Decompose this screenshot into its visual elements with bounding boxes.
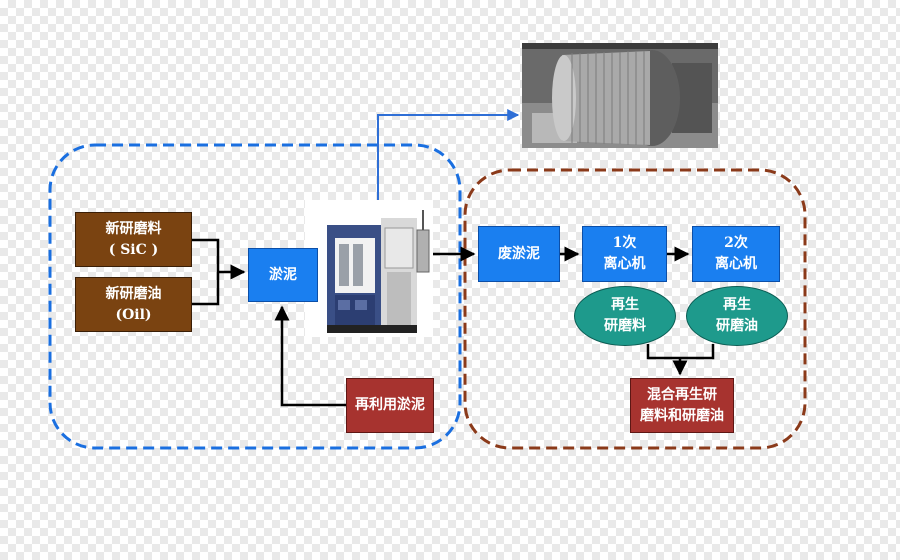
new-oil-sublabel: (Oil) <box>115 306 152 323</box>
centrifuge-1-sublabel: 离心机 <box>603 256 646 272</box>
regen-oil-label: 再生 <box>723 297 751 313</box>
centrifuge-1-label: 1次 <box>612 235 637 251</box>
mixed-output-label: 混合再生研 <box>647 386 717 403</box>
wire-saw-machine-icon <box>305 200 433 337</box>
waste-slurry-label: 废淤泥 <box>498 245 540 262</box>
slurry-label: 淤泥 <box>269 266 297 283</box>
connector-recycled-to-slurry <box>274 305 346 407</box>
new-oil-label: 新研磨油 <box>105 285 162 302</box>
group-right-outline <box>463 168 807 450</box>
mixed-output-sublabel: 磨料和研磨油 <box>640 407 724 424</box>
regen-oil-sublabel: 研磨油 <box>716 318 758 334</box>
centrifuge-2-box: 2次 离心机 <box>692 226 780 282</box>
regen-abrasive-oval: 再生 研磨料 <box>574 286 676 346</box>
mixed-output-box: 混合再生研 磨料和研磨油 <box>630 378 734 433</box>
new-oil-box: 新研磨油 (Oil) <box>75 277 192 332</box>
centrifuge-1-box: 1次 离心机 <box>582 226 667 282</box>
group-left-outline <box>48 143 462 450</box>
new-abrasive-label: 新研磨料 <box>105 220 162 237</box>
connector-abrasive-to-slurry <box>192 238 220 272</box>
regen-oil-oval: 再生 研磨油 <box>686 286 788 346</box>
recycled-slurry-label: 再利用淤泥 <box>355 397 425 413</box>
waste-slurry-box: 废淤泥 <box>478 226 560 282</box>
wire-saw-photo <box>522 43 718 148</box>
connector-oil-to-slurry <box>192 272 220 306</box>
connector-ovals-merge <box>646 344 715 360</box>
centrifuge-2-sublabel: 离心机 <box>715 256 757 272</box>
slurry-box: 淤泥 <box>248 248 318 302</box>
recycled-slurry-box: 再利用淤泥 <box>346 378 434 433</box>
regen-abrasive-label: 再生 <box>611 297 639 313</box>
centrifuge-2-label: 2次 <box>724 235 748 251</box>
connector-machine-to-photo <box>377 109 520 200</box>
new-abrasive-sublabel: ( SiC ) <box>108 241 159 258</box>
regen-abrasive-sublabel: 研磨料 <box>604 318 646 334</box>
new-abrasive-box: 新研磨料 ( SiC ) <box>75 212 192 267</box>
